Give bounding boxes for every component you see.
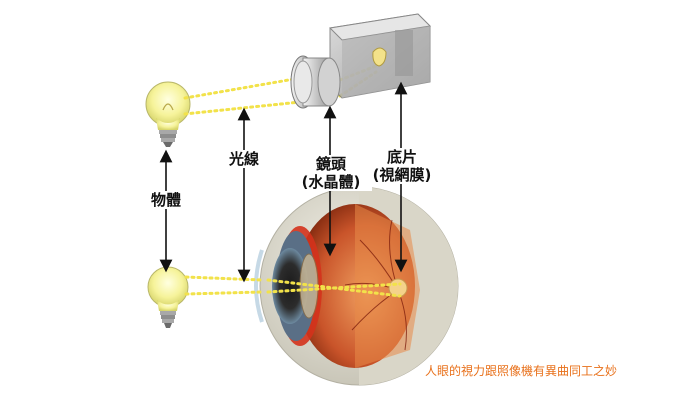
bulb-icon-top	[145, 81, 191, 147]
bulb-icon-bottom	[147, 266, 189, 328]
label-film-line2: (視網膜)	[372, 166, 432, 184]
label-object: 物體	[140, 191, 192, 209]
label-light-ray: 光線	[220, 150, 268, 168]
label-lens-line1: 鏡頭	[315, 155, 346, 173]
label-lens: 鏡頭 (水晶體)	[290, 155, 372, 191]
label-film: 底片 (視網膜)	[364, 148, 440, 184]
camera-icon	[290, 13, 432, 109]
label-lens-line2: (水晶體)	[301, 173, 361, 191]
label-film-line1: 底片	[386, 148, 417, 166]
caption-text: 人眼的視力跟照像機有異曲同工之妙	[425, 364, 618, 378]
